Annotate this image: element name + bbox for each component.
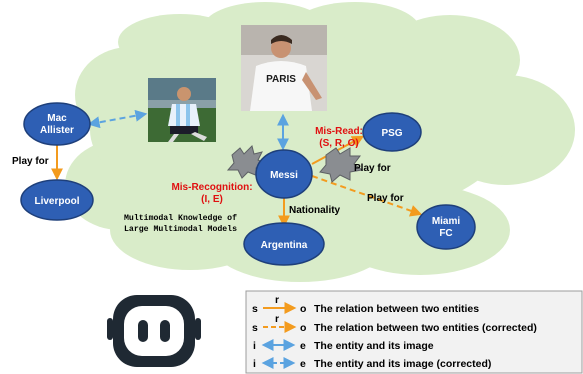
caption-line1: Multimodal Knowledge of xyxy=(124,213,237,223)
legend-row3-i: i xyxy=(253,340,256,352)
mis-read-detail: (S, R, O) xyxy=(319,138,358,149)
node-miami-fc-line2: FC xyxy=(439,228,452,239)
legend-row-image: i e The entity and its image xyxy=(253,339,434,352)
node-miami-fc[interactable]: Miami FC xyxy=(416,204,476,250)
node-argentina[interactable]: Argentina xyxy=(243,222,325,266)
node-mac-allister-line2: Allister xyxy=(40,125,74,136)
node-mac-allister[interactable]: Mac Allister xyxy=(23,102,91,146)
messi-photo-shirt-text: PARIS xyxy=(266,74,296,85)
node-liverpool-label: Liverpool xyxy=(34,196,79,207)
mis-read-label: Mis-Read: xyxy=(315,126,363,137)
node-miami-fc-line1: Miami xyxy=(432,216,461,227)
caption-line2: Large Multimodal Models xyxy=(124,224,237,234)
legend-row1-text: The relation between two entities xyxy=(314,303,479,315)
node-messi-label: Messi xyxy=(270,170,298,181)
legend-row3-text: The entity and its image xyxy=(314,340,434,352)
legend-row2-r: r xyxy=(275,313,279,325)
edge-label-mac-play-for: Play for xyxy=(12,156,49,167)
legend-row-relation: s r o The relation between two entities xyxy=(252,294,479,315)
legend-row2-o: o xyxy=(300,322,306,334)
node-psg[interactable]: PSG xyxy=(362,112,422,152)
legend-row2-s: s xyxy=(252,322,258,334)
legend-row2-text: The relation between two entities (corre… xyxy=(314,322,537,334)
legend-row3-e: e xyxy=(300,340,306,352)
mis-recognition-detail: (I, E) xyxy=(201,194,223,205)
node-mac-allister-line1: Mac xyxy=(47,113,67,124)
mis-recognition-label: Mis-Recognition: xyxy=(171,182,252,193)
edge-messi-miami-corrected xyxy=(311,175,423,217)
legend-row4-text: The entity and its image (corrected) xyxy=(314,358,491,370)
legend-row4-i: i xyxy=(253,358,256,370)
edge-label-nationality: Nationality xyxy=(289,205,341,216)
legend-row1-r: r xyxy=(275,294,279,306)
node-argentina-label: Argentina xyxy=(261,240,308,251)
legend-row-relation-corrected: s r o The relation between two entities … xyxy=(252,313,537,334)
edge-label-psg-play-for: Play for xyxy=(354,163,391,174)
legend-row-image-corrected: i e The entity and its image (corrected) xyxy=(253,357,491,370)
mis-read-burst xyxy=(319,147,364,183)
legend-row4-e: e xyxy=(300,358,306,370)
player-photo xyxy=(148,78,216,142)
legend-row1-o: o xyxy=(300,303,306,315)
messi-photo: PARIS xyxy=(241,25,327,111)
robot-icon xyxy=(107,295,201,367)
node-liverpool[interactable]: Liverpool xyxy=(20,179,94,221)
node-messi[interactable]: Messi xyxy=(255,149,313,199)
node-psg-label: PSG xyxy=(381,128,402,139)
legend-row1-s: s xyxy=(252,303,258,315)
edge-label-miami-play-for: Play for xyxy=(367,193,404,204)
legend: s r o The relation between two entities … xyxy=(245,290,583,374)
